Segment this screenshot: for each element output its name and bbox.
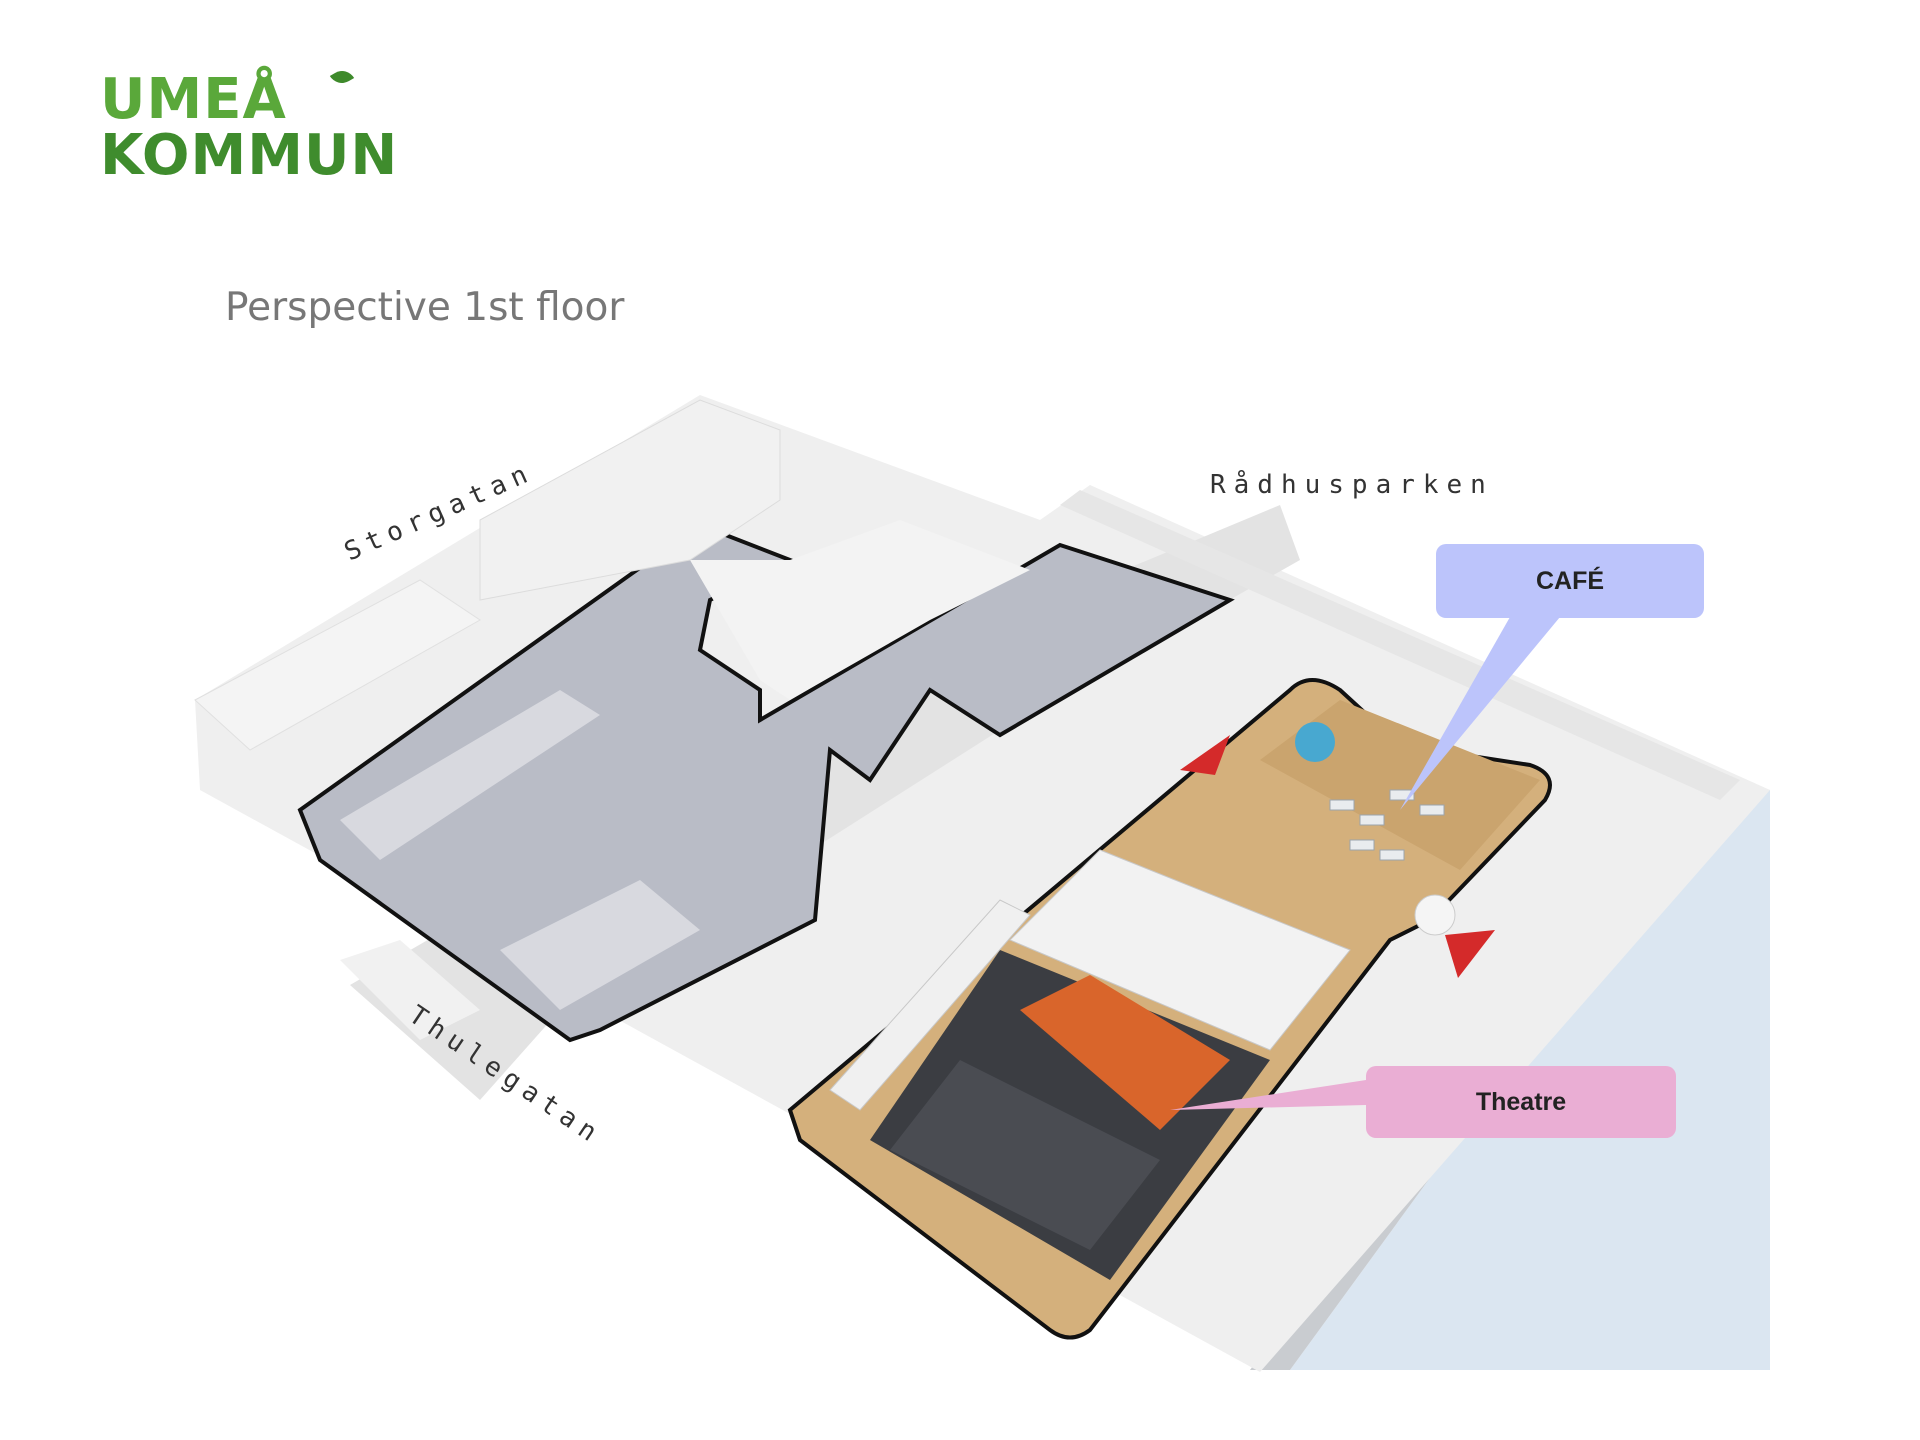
table bbox=[1329, 799, 1355, 811]
fountain bbox=[1295, 722, 1335, 762]
left-building-courtyard bbox=[690, 520, 1030, 700]
neighbour-block-3 bbox=[340, 940, 480, 1040]
street-band-2 bbox=[1060, 490, 1740, 800]
cafe-callout: CAFÉ bbox=[1436, 544, 1704, 618]
side-rooms bbox=[829, 899, 1031, 1111]
neighbour-block-2 bbox=[194, 579, 481, 751]
neighbour-block bbox=[479, 399, 781, 601]
backstage-rooms bbox=[1009, 849, 1351, 1051]
left-building-walls-2 bbox=[500, 880, 700, 1010]
page-title: Perspective 1st floor bbox=[225, 285, 625, 330]
street-label-radhusparken: Rådhusparken bbox=[1210, 470, 1494, 500]
theatre-seating bbox=[1020, 975, 1230, 1130]
table bbox=[1389, 789, 1415, 801]
outdoor-kiosk bbox=[1414, 894, 1456, 936]
table bbox=[1379, 849, 1405, 861]
entrance-arrow-2 bbox=[1445, 930, 1495, 978]
table bbox=[1359, 814, 1385, 826]
left-building-walls bbox=[340, 690, 600, 860]
umea-kommun-logo: UMEÅ KOMMUN bbox=[100, 65, 400, 192]
logo-line-2: KOMMUN bbox=[100, 123, 399, 188]
cafe-tables bbox=[1329, 789, 1445, 861]
table bbox=[1419, 804, 1445, 816]
logo-line-1: UMEÅ bbox=[100, 67, 287, 132]
cafe-pointer bbox=[1400, 617, 1560, 810]
table bbox=[1349, 839, 1375, 851]
entrance-arrow bbox=[1180, 735, 1230, 775]
theatre-pointer bbox=[1170, 1080, 1366, 1110]
theatre-callout: Theatre bbox=[1366, 1066, 1676, 1138]
theatre-stage bbox=[890, 1060, 1160, 1250]
